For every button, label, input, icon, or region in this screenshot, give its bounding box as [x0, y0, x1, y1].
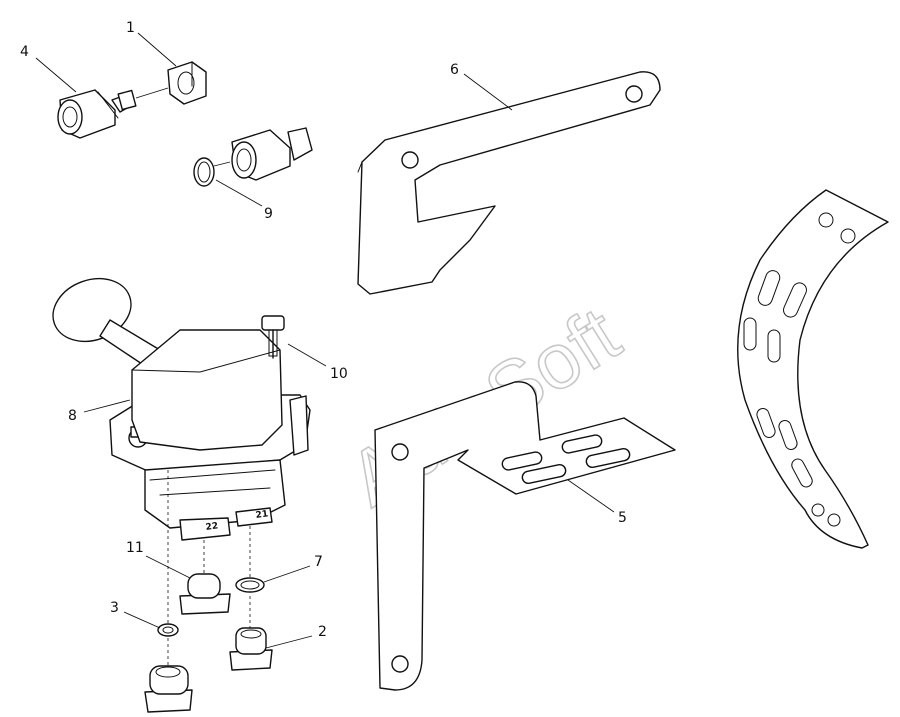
port-mark-21: 21 — [255, 509, 269, 521]
part-8-control-valve: 22 21 — [52, 277, 311, 541]
part-1-hex-nut — [167, 61, 207, 105]
part-9-washer — [193, 157, 215, 187]
part-6-bracket-plate — [357, 71, 661, 295]
part-11-plug — [179, 573, 231, 615]
callout-2: 2 — [318, 624, 327, 640]
curved-strap-bracket — [737, 189, 889, 549]
callout-1: 1 — [126, 20, 135, 36]
part-2-fitting — [229, 627, 273, 671]
callout-9: 9 — [264, 206, 273, 222]
part-9-fitting — [213, 127, 313, 181]
callout-4: 4 — [20, 44, 29, 60]
callout-7: 7 — [314, 554, 323, 570]
callout-6: 6 — [450, 62, 459, 78]
part-4-union-fitting — [57, 87, 169, 139]
port-mark-22: 22 — [205, 521, 219, 533]
part-3-fitting-lower — [144, 665, 193, 713]
callout-5: 5 — [618, 510, 627, 526]
leader-lines — [35, 32, 615, 649]
callout-3: 3 — [110, 600, 119, 616]
callout-8: 8 — [68, 408, 77, 424]
part-3-small-nut — [157, 623, 179, 637]
part-10-bolt — [261, 315, 285, 359]
part-7-ring — [235, 577, 265, 593]
part-5-angle-bracket — [374, 381, 676, 691]
callout-11: 11 — [126, 540, 144, 556]
callout-10: 10 — [330, 366, 348, 382]
